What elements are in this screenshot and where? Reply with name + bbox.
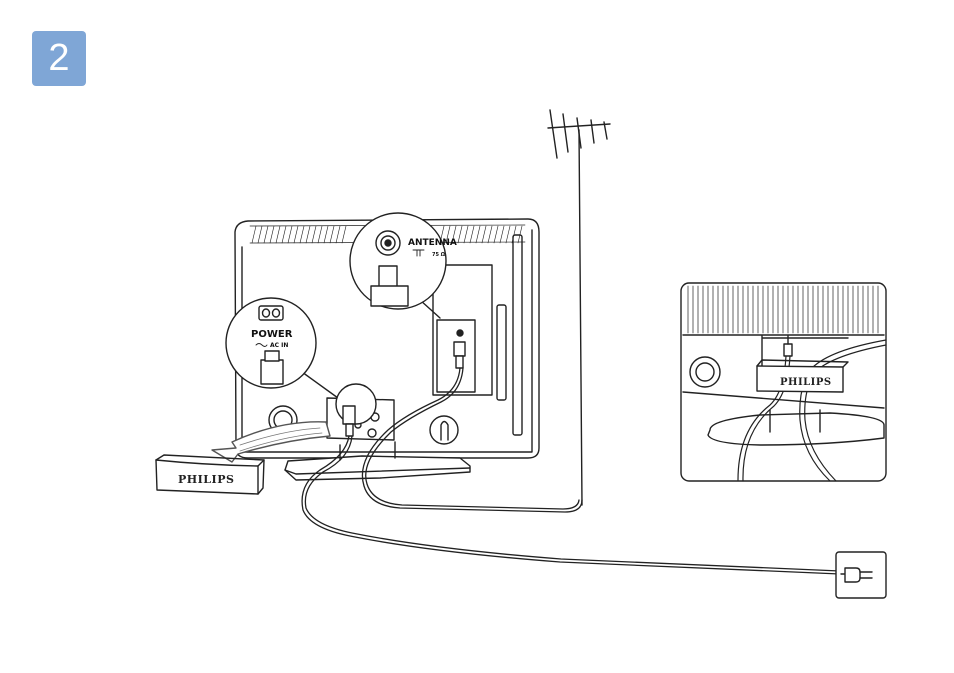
antenna-label: ANTENNA [408,238,457,248]
ac-in-label: AC IN [270,342,288,349]
tv-aerial-icon [548,110,610,505]
antenna-ohm-label: 75 Ω [432,252,446,258]
cover-brand-label: PHILIPS [178,473,234,486]
wall-socket-icon [836,552,886,598]
coax-connector-icon [376,231,400,255]
power-label: POWER [251,329,293,340]
inset-brand-label: PHILIPS [780,377,832,388]
inset-detail: PHILIPS [681,283,886,481]
